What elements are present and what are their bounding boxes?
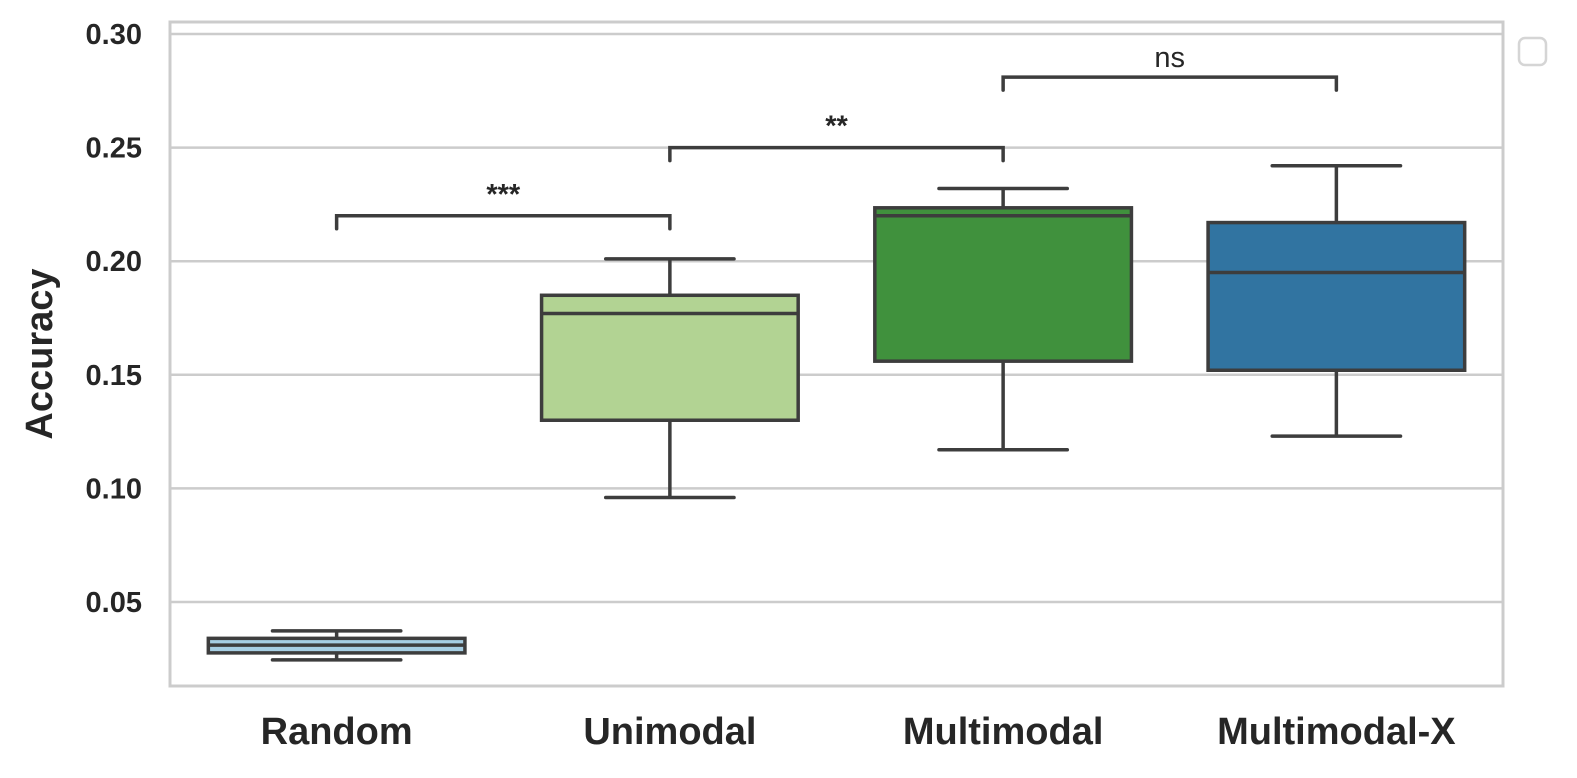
x-tick-label: Multimodal: [903, 711, 1104, 753]
significance-label: ***: [486, 179, 521, 211]
significance-bracket: ***: [334, 179, 672, 231]
box-unimodal: [539, 257, 800, 500]
y-tick-label: 0.20: [86, 246, 142, 278]
box-multimodal: [873, 186, 1134, 452]
x-tick-label: Multimodal-X: [1217, 711, 1456, 753]
iqr-box: [1206, 220, 1467, 373]
x-tick-label: Unimodal: [583, 711, 756, 753]
x-axis-ticks: Random Unimodal Multimodal Multimodal-X: [261, 711, 1457, 753]
bracket-line: [334, 214, 672, 231]
significance-annotations: *****ns: [334, 42, 1339, 231]
plot-frame: [168, 20, 1505, 688]
boxes: [206, 164, 1467, 662]
legend-box: [1517, 36, 1548, 67]
significance-bracket: **: [668, 111, 1005, 163]
significance-label: **: [825, 111, 848, 143]
y-axis-ticks: 0.05 0.10 0.15 0.20 0.25 0.30: [86, 19, 142, 619]
box-random: [206, 629, 467, 662]
y-tick-label: 0.30: [86, 19, 142, 51]
bracket-line: [1001, 75, 1339, 92]
x-tick-label: Random: [261, 711, 413, 753]
bracket-line: [668, 145, 1005, 163]
y-tick-label: 0.05: [86, 587, 142, 619]
box-multimodal-x: [1206, 164, 1467, 438]
y-tick-label: 0.25: [86, 133, 142, 165]
significance-bracket: ns: [1001, 42, 1339, 92]
iqr-box: [873, 206, 1134, 363]
y-tick-label: 0.15: [86, 360, 142, 392]
y-tick-label: 0.10: [86, 473, 142, 505]
iqr-box: [539, 293, 800, 422]
y-axis-title: Accuracy: [19, 268, 61, 439]
significance-label: ns: [1154, 42, 1185, 74]
